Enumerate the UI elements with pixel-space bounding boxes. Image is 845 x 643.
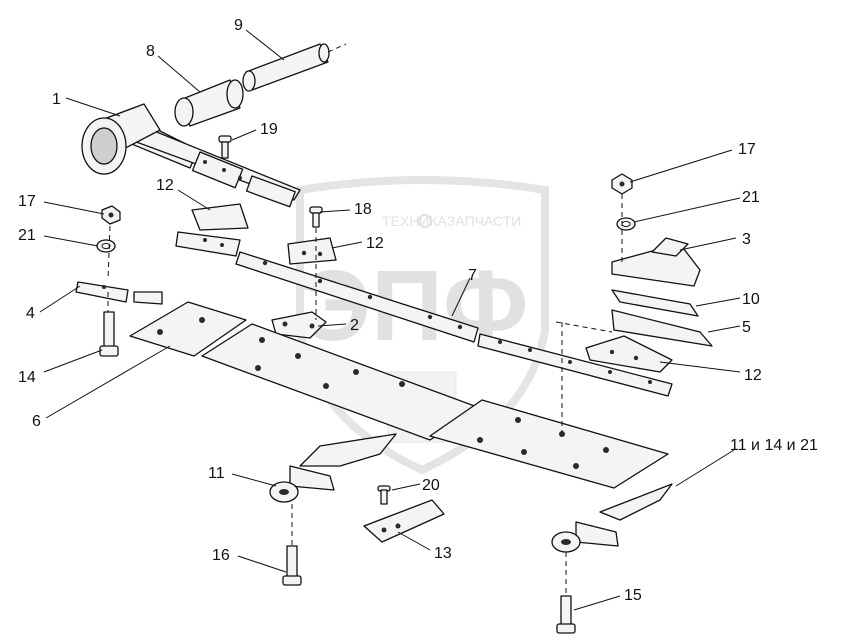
callout-20: 20 <box>422 477 440 494</box>
part-7-long-bar <box>235 251 479 343</box>
callout-17-right: 17 <box>738 141 756 158</box>
part-17-nut-right <box>611 173 633 195</box>
callout-12-right: 12 <box>744 367 762 384</box>
callout-11-left: 11 <box>208 465 225 482</box>
watermark-brand-bottom: ЗАПЧАСТИ <box>447 213 521 229</box>
part-4-plate <box>75 281 163 305</box>
callout-11-14-21: 11 и 14 и 21 <box>730 437 818 454</box>
part-18-bolt <box>309 206 323 228</box>
callout-2: 2 <box>350 317 359 334</box>
leader-lines <box>39 29 741 611</box>
part-6-plate <box>129 301 247 357</box>
callout-10: 10 <box>742 291 760 308</box>
callout-19: 19 <box>260 121 278 138</box>
callout-4: 4 <box>26 305 35 322</box>
callout-14: 14 <box>18 369 36 386</box>
part-15-bolt <box>556 595 576 634</box>
part-21-washer-left <box>96 239 116 253</box>
part-bar-right <box>477 333 673 397</box>
callout-labels: 1 8 9 19 12 18 12 17 21 4 14 6 7 2 17 21… <box>18 17 818 604</box>
part-11-finger-left <box>269 433 397 503</box>
callout-12-left: 12 <box>156 177 174 194</box>
part-16-bolt <box>282 545 302 586</box>
callout-16: 16 <box>212 547 230 564</box>
part-12-plate-left <box>175 203 249 257</box>
part-11-finger-right <box>551 483 673 553</box>
callout-3: 3 <box>742 231 751 248</box>
assembly-axes <box>107 194 623 596</box>
callout-8: 8 <box>146 43 155 60</box>
callout-1: 1 <box>52 91 61 108</box>
part-1-tube-bracket <box>81 103 301 208</box>
callout-7: 7 <box>468 267 477 284</box>
callout-9: 9 <box>234 17 243 34</box>
watermark-gear-icon <box>418 214 432 228</box>
callout-21-left: 21 <box>18 227 36 244</box>
part-9-pin <box>242 43 347 92</box>
callout-18: 18 <box>354 201 372 218</box>
part-19-bolt <box>218 135 232 159</box>
watermark-brand-top: ТЕХНИКА <box>382 213 448 229</box>
callout-5: 5 <box>742 319 751 336</box>
callout-17-left: 17 <box>18 193 36 210</box>
callout-13: 13 <box>434 545 452 562</box>
callout-21-right: 21 <box>742 189 760 206</box>
callout-12-center: 12 <box>366 235 384 252</box>
part-10-plate <box>611 289 699 317</box>
part-21-washer-right <box>616 217 636 231</box>
part-20-rivet <box>377 485 391 505</box>
part-12-plate-right <box>585 335 673 373</box>
part-3-bracket <box>611 237 701 287</box>
part-14-bolt <box>99 311 119 357</box>
callout-15: 15 <box>624 587 642 604</box>
part-2-link <box>271 311 327 339</box>
part-17-nut-left <box>101 205 121 225</box>
part-12-plate-center <box>287 237 337 265</box>
part-8-sleeve <box>174 79 244 127</box>
part-5-plate <box>611 309 713 347</box>
callout-6: 6 <box>32 413 41 430</box>
part-main-plate-right <box>429 399 669 489</box>
part-13-section <box>363 499 445 543</box>
